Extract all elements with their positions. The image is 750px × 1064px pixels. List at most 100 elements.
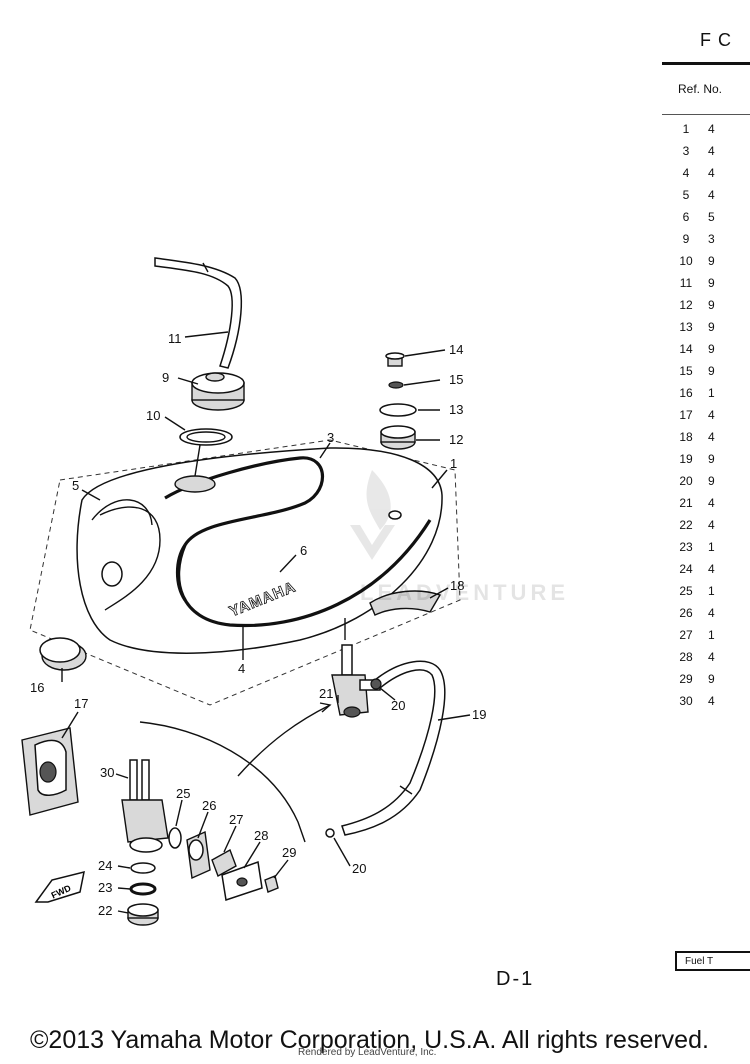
- part-number-fragment: 4: [708, 518, 715, 532]
- callout-leaders: [61, 331, 471, 914]
- callout-17: 17: [74, 696, 88, 711]
- fuel-tank-tab: Fuel T: [675, 951, 750, 971]
- callout-10: 10: [146, 408, 160, 423]
- ref-number: 3: [682, 144, 690, 158]
- tank-damper: [369, 590, 442, 616]
- part-number-fragment: 9: [708, 298, 715, 312]
- ref-row: 26 4: [664, 606, 738, 628]
- part-number-fragment: 3: [708, 232, 715, 246]
- callout-1: 1: [450, 456, 457, 471]
- part-number-fragment: 4: [708, 188, 715, 202]
- part-number-fragment: 4: [708, 430, 715, 444]
- hose-clip: [370, 678, 382, 690]
- ref-row: 22 4: [664, 518, 738, 540]
- ref-number: 27: [679, 628, 693, 642]
- callout-16: 16: [30, 680, 44, 695]
- part-number-fragment: 1: [708, 540, 715, 554]
- callout-13: 13: [449, 402, 463, 417]
- callout-23: 23: [98, 880, 112, 895]
- ref-no-label: Ref. No.: [678, 82, 723, 96]
- callout-4: 4: [238, 661, 245, 676]
- fuel-hose: [341, 660, 446, 836]
- ref-number: 12: [679, 298, 693, 312]
- ref-number: 23: [679, 540, 693, 554]
- callout-18: 18: [450, 578, 464, 593]
- ref-number: 5: [682, 188, 690, 202]
- callout-15: 15: [449, 372, 463, 387]
- ref-row: 12 9: [664, 298, 738, 320]
- ref-number: 9: [682, 232, 690, 246]
- mount-stack: [379, 352, 417, 450]
- assembly-frame: [29, 439, 461, 706]
- ref-number: 28: [679, 650, 693, 664]
- page-code: D-1: [496, 968, 535, 990]
- part-number-fragment: 4: [708, 408, 715, 422]
- seal-24: [130, 862, 156, 874]
- part-number-fragment: 9: [708, 320, 715, 334]
- fuel-petcock: [331, 644, 381, 718]
- callout-19: 19: [472, 707, 486, 722]
- ref-number: 16: [679, 386, 693, 400]
- ref-number: 14: [679, 342, 693, 356]
- clipped-header: F C: [700, 30, 732, 50]
- watermark-text: LEADVENTURE: [360, 580, 570, 605]
- filter-cup-22: [127, 903, 159, 926]
- callout-28: 28: [254, 828, 268, 843]
- plate-27: [211, 848, 237, 878]
- ref-number: 18: [679, 430, 693, 444]
- callout-29: 29: [282, 845, 296, 860]
- ref-number: 10: [679, 254, 693, 268]
- callout-20-lower: 20: [352, 861, 366, 876]
- ref-row: 27 1: [664, 628, 738, 650]
- part-number-fragment: 1: [708, 584, 715, 598]
- callout-6: 6: [300, 543, 307, 558]
- ref-number: 22: [679, 518, 693, 532]
- part-number-fragment: 4: [708, 496, 715, 510]
- ref-number: 29: [679, 672, 693, 686]
- part-number-fragment: 4: [708, 166, 715, 180]
- callout-12: 12: [449, 432, 463, 447]
- part-number-fragment: 5: [708, 210, 715, 224]
- part-number-fragment: 4: [708, 144, 715, 158]
- callout-27: 27: [229, 812, 243, 827]
- part-number-fragment: 1: [708, 628, 715, 642]
- ref-row: 18 4: [664, 430, 738, 452]
- ref-number: 21: [679, 496, 693, 510]
- callout-22: 22: [98, 903, 112, 918]
- callout-14: 14: [449, 342, 463, 357]
- rubber-boot: [21, 727, 79, 816]
- ref-number: 6: [682, 210, 690, 224]
- ref-number: 15: [679, 364, 693, 378]
- lower-petcock: [121, 759, 169, 853]
- ref-number: 13: [679, 320, 693, 334]
- ref-number: 19: [679, 452, 693, 466]
- ref-row: 10 9: [664, 254, 738, 276]
- side-cap: [39, 637, 87, 671]
- parts-header-rule: [662, 62, 750, 65]
- callout-numbers: 11 9 10 14 15 13 12 3 1 5 6 4 18 19 20 2…: [30, 331, 486, 918]
- ref-no-rule: [662, 114, 750, 115]
- breather-hose: [154, 257, 243, 369]
- fuel-cap: [191, 372, 245, 411]
- callout-11: 11: [168, 331, 182, 346]
- ref-number: 26: [679, 606, 693, 620]
- part-number-fragment: 9: [708, 254, 715, 268]
- ref-number: 30: [679, 694, 693, 708]
- part-number-fragment: 4: [708, 606, 715, 620]
- callout-24: 24: [98, 858, 112, 873]
- copyright: ©2013 Yamaha Motor Corporation, U.S.A. A…: [30, 1026, 709, 1054]
